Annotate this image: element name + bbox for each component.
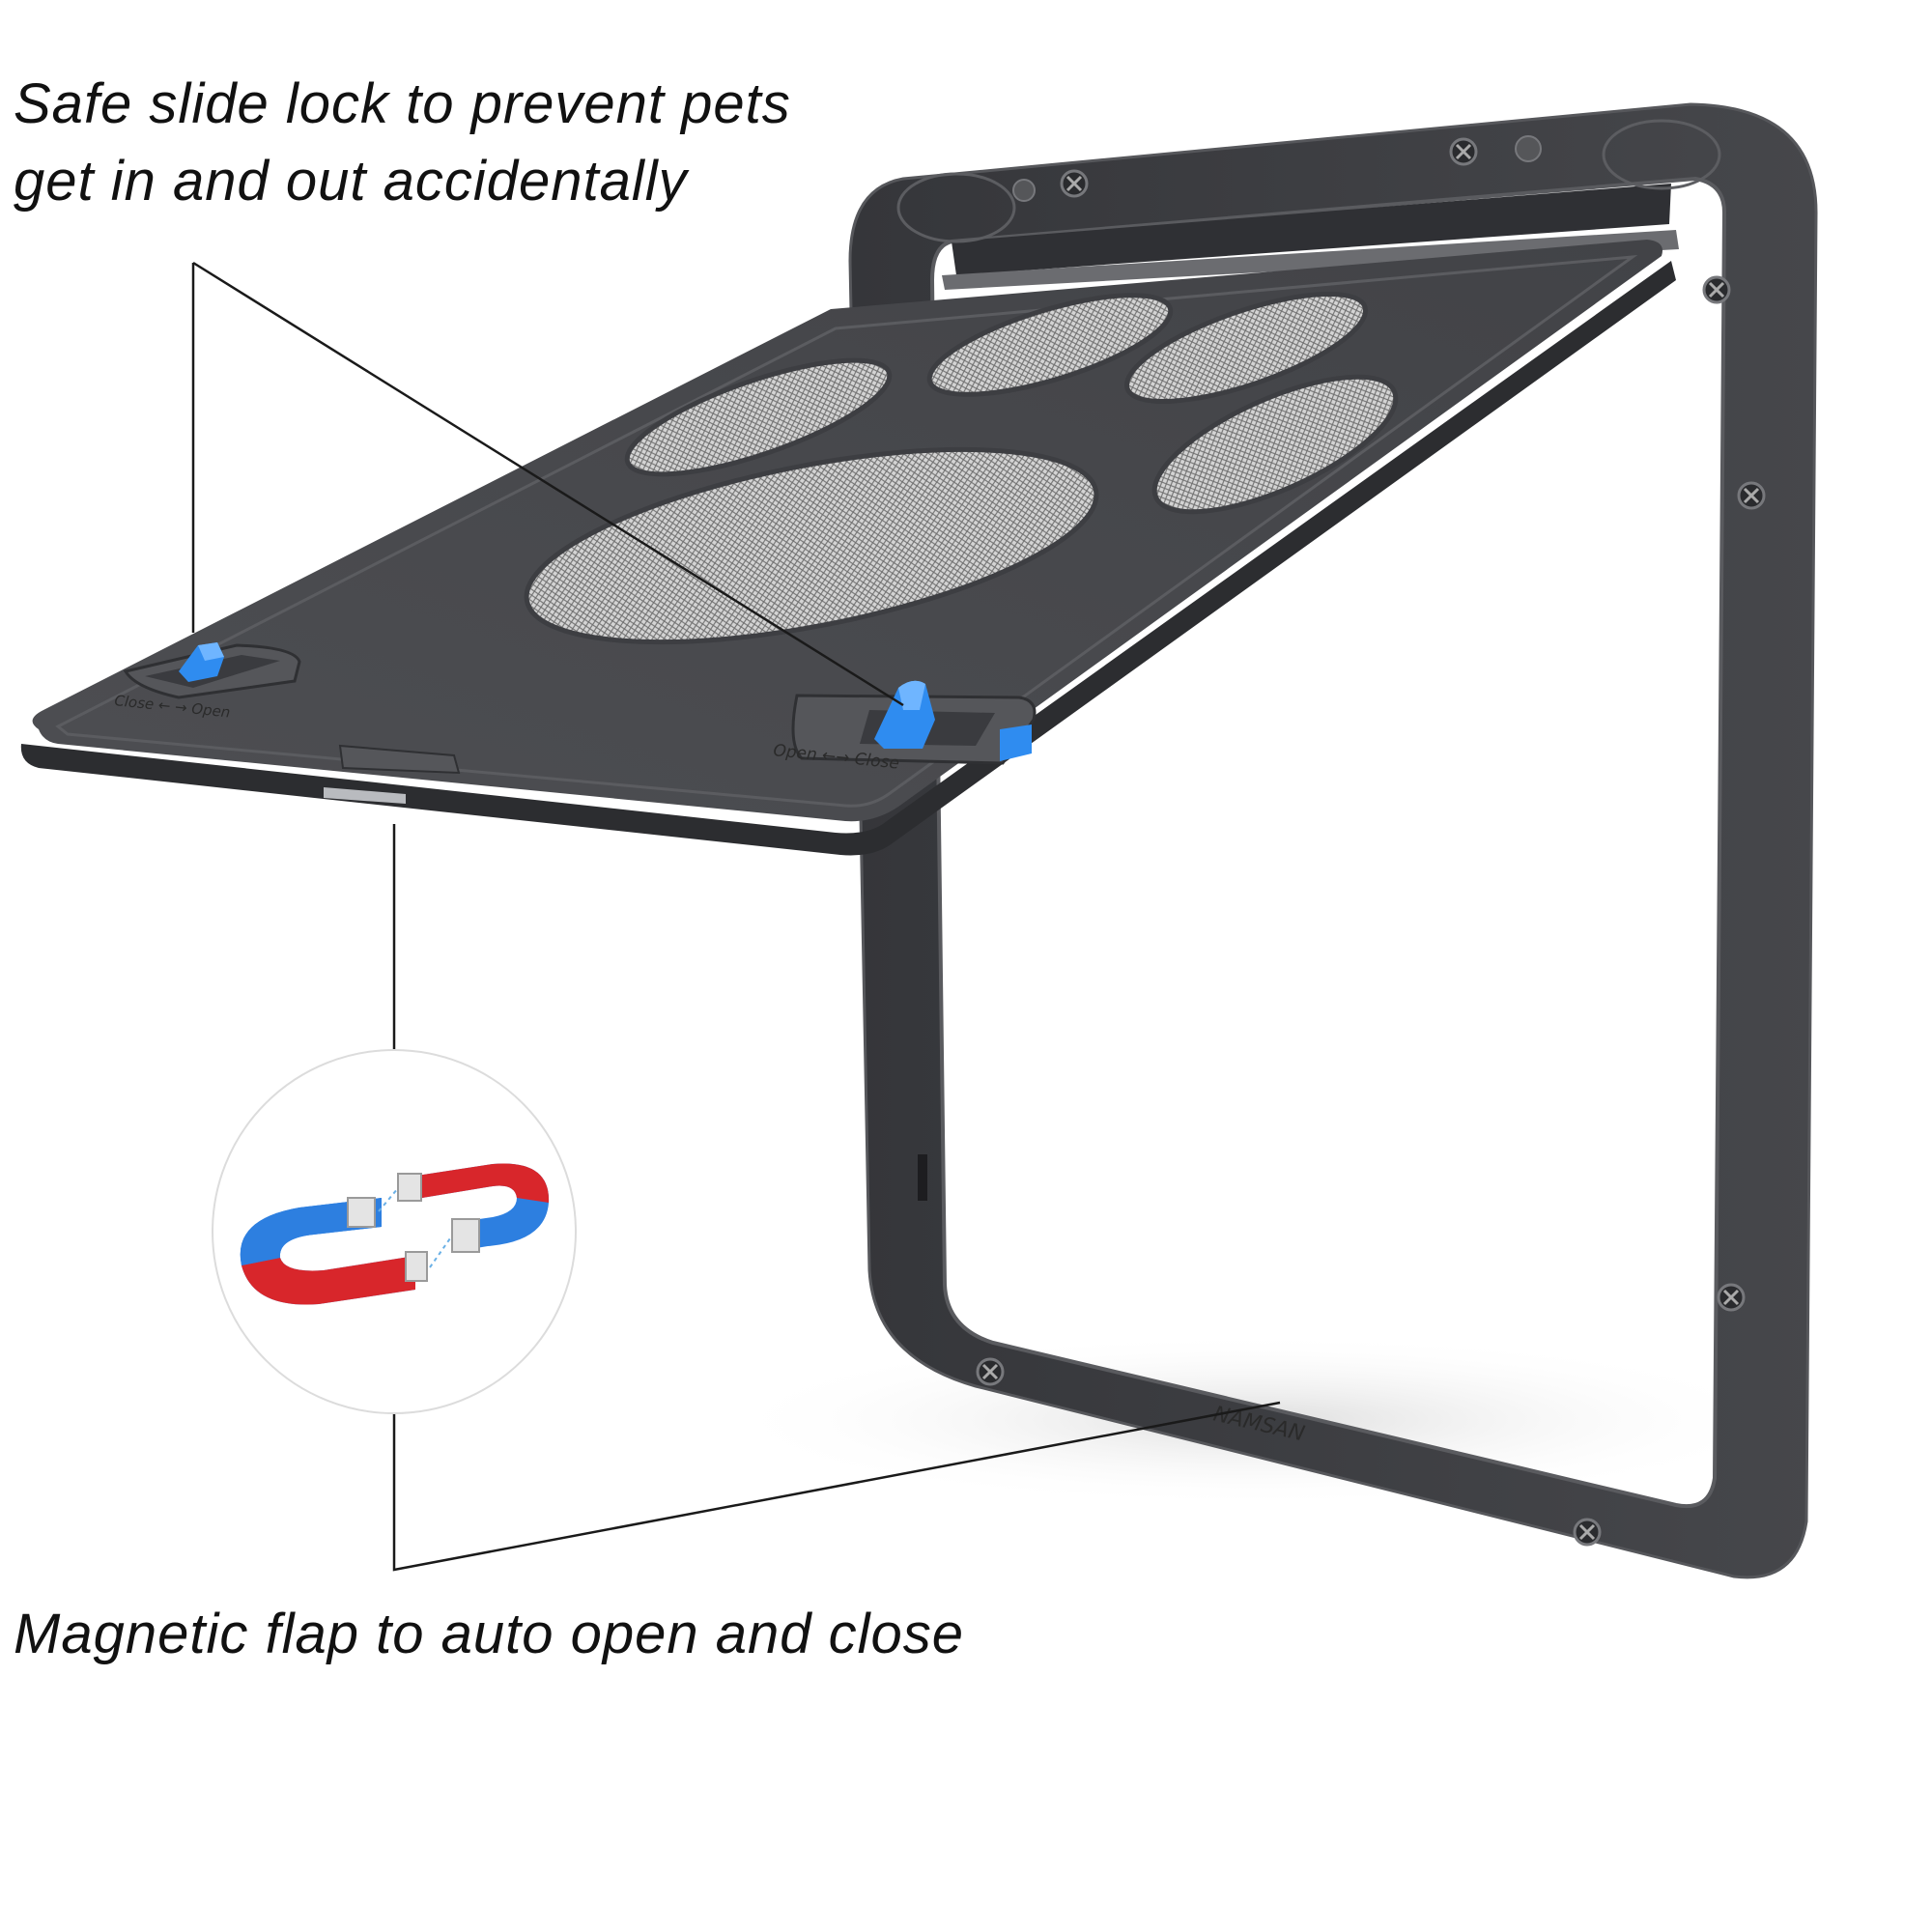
svg-text:Open ←→ Clos: Open ←→ Close [772,741,899,774]
paw-mesh-windows [524,291,1399,645]
lock-left-label-open: Open [190,699,231,721]
magnet-strip [324,787,406,804]
pet-door-flap: Close ← → Open Open ←→ Close [20,240,1676,856]
horseshoe-magnet-icon [240,1163,550,1305]
slide-lock-right: Open ←→ Close [772,680,1037,774]
slide-lock-left: Close ← → Open [114,642,301,722]
lock-right-label-open: Open [772,741,817,765]
magnet-inset [212,1049,577,1414]
callout-slide-lock-line2: get in and out accidentally [14,150,688,213]
lock-right-label-close: Close [854,750,900,774]
callout-magnetic-flap: Magnetic flap to auto open and close [14,1603,964,1665]
callout-lines [191,261,1281,1572]
svg-text:Close ← → Op: Close ← → Open [114,692,232,721]
lock-left-label-close: Close [114,692,156,713]
door-frame [848,102,1818,1579]
callout-slide-lock-line1: Safe slide lock to prevent pets [14,72,791,135]
callout-slide-lock: Safe slide lock to prevent pets get in a… [14,66,791,220]
screw-slots [981,143,1760,1541]
